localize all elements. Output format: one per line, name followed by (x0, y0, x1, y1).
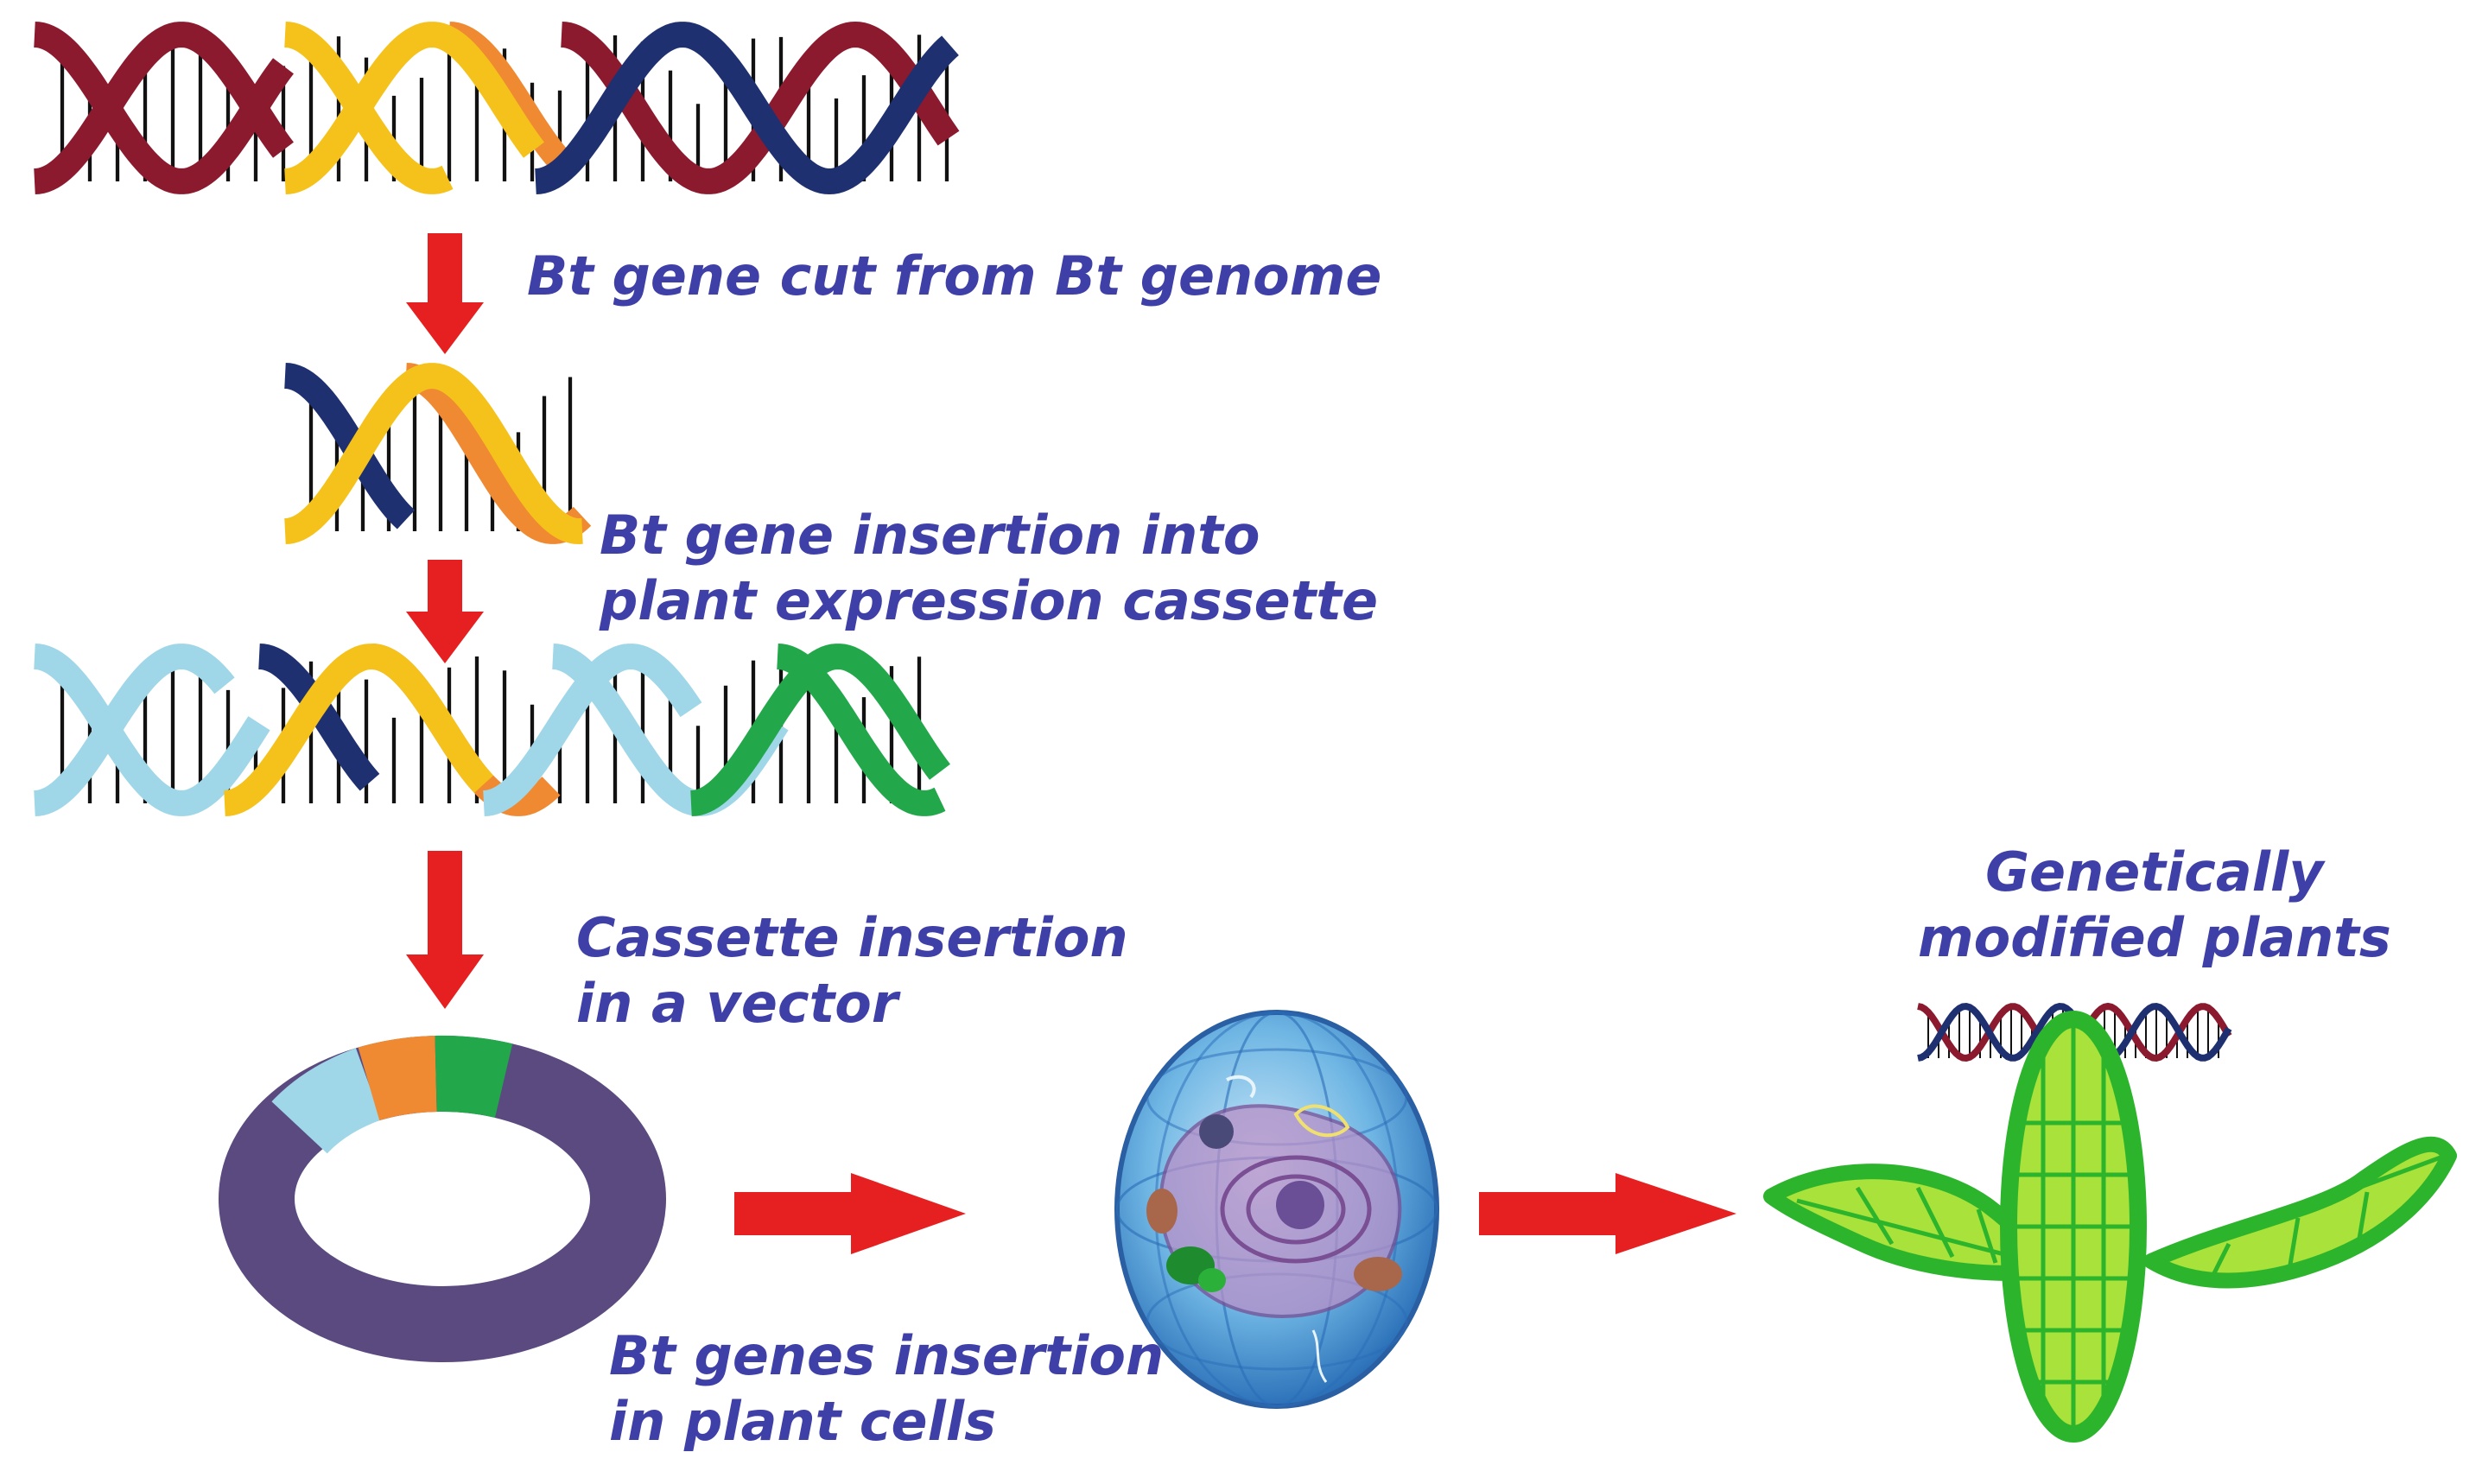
expression-cassette-helix-icon (34, 644, 950, 816)
bt-gene-fragment-helix-icon (284, 363, 592, 545)
step-label-vector-insertion: Cassette insertion in a vector (576, 905, 1128, 1037)
dna-strand (690, 644, 950, 816)
label-line: Bt gene insertion into (600, 504, 1260, 567)
dna-strand (535, 22, 959, 195)
plasmid-ring-icon (219, 1035, 666, 1362)
arrow-down-icon (406, 851, 484, 1009)
step-label-cassette-insertion: Bt gene insertion into plant expression … (600, 503, 1378, 634)
label-line: Cassette insertion (576, 906, 1128, 969)
arrow-down-icon (406, 560, 484, 663)
label-line: Bt gene cut from Bt genome (527, 244, 1382, 308)
label-line: Genetically (1985, 840, 2324, 904)
dna-strand (483, 644, 702, 816)
label-line: plant expression cassette (600, 569, 1379, 632)
label-line: in a vector (576, 972, 898, 1035)
step-label-gene-cut: Bt gene cut from Bt genome (527, 244, 1381, 309)
dna-strand (34, 644, 270, 816)
dna-strand (284, 22, 454, 194)
dna-strand (34, 22, 294, 194)
step-label-plant-cell-insertion: Bt genes insertion in plant cells (609, 1323, 1164, 1455)
dna-strand (34, 22, 294, 194)
label-line: modified plants (1918, 906, 2391, 969)
dna-strand (284, 22, 544, 194)
label-line: in plant cells (609, 1390, 997, 1453)
bt-genome-dna-helix-icon (34, 21, 960, 195)
dna-strand (284, 363, 416, 530)
arrow-down-icon (406, 233, 484, 354)
arrow-right-icon (734, 1173, 966, 1254)
plant-cell-icon (1114, 1010, 1439, 1409)
label-line: Bt genes insertion (609, 1324, 1165, 1387)
dna-strand (34, 644, 235, 816)
dna-strand (224, 644, 494, 816)
dna-strand (284, 363, 583, 545)
plant-seedling-icon (1763, 1011, 2457, 1443)
step-label-gm-plants: Genetically modified plants (1918, 840, 2391, 971)
arrow-right-icon (1479, 1173, 1736, 1254)
